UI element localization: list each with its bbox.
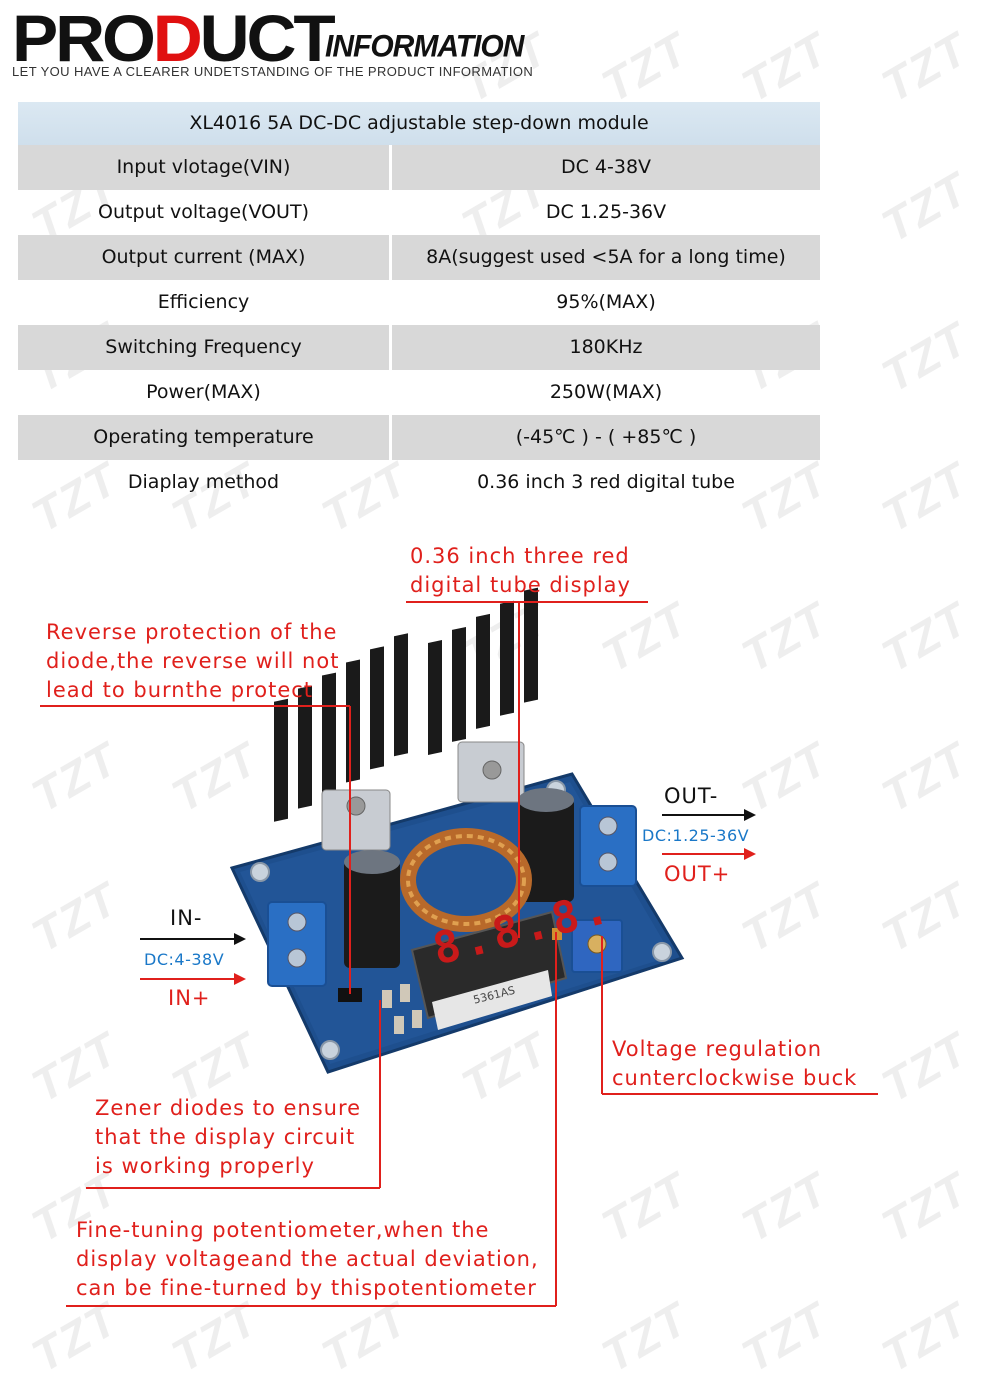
spec-label: Switching Frequency: [18, 325, 389, 370]
annotation-line: diode,the reverse will not: [46, 649, 340, 673]
arrow-out-plus: [662, 848, 756, 860]
spec-label: Output current (MAX): [18, 235, 389, 280]
header-product-title: PRODUCT: [12, 1, 336, 75]
title-part: UCT: [199, 1, 336, 75]
capacitor-right: [518, 798, 574, 902]
label-out-plus: OUT+: [664, 862, 731, 886]
mount-hole: [652, 942, 672, 962]
annotation-line: digital tube display: [410, 573, 631, 597]
spec-label: Efficiency: [157, 291, 250, 313]
arrow-in-plus: [140, 973, 246, 985]
output-terminal: [579, 805, 637, 887]
heatsink-right: [428, 587, 538, 756]
spec-value: DC 1.25-36V: [545, 201, 667, 223]
title-part-red: D: [152, 1, 203, 75]
annotation-display: 0.36 inch three red digital tube display: [410, 542, 631, 600]
capacitor-left: [344, 860, 400, 968]
spec-value: 0.36 inch 3 red digital tube: [477, 471, 735, 493]
table-row: Power(MAX) 250W(MAX): [18, 370, 820, 415]
arrow-in-minus: [140, 933, 246, 945]
label-out-range: DC:1.25-36V: [642, 826, 750, 845]
annotation-voltage: Voltage regulation cunterclockwise buck: [612, 1035, 857, 1093]
mount-hole: [320, 1040, 340, 1060]
label-in-range: DC:4-38V: [144, 950, 225, 969]
table-row: Operating temperature(-45℃ ) - ( +85℃ ): [18, 415, 820, 460]
annotation-line: that the display circuit: [95, 1125, 356, 1149]
label-in-minus: IN-: [170, 906, 203, 930]
zener-diode: [338, 988, 362, 1002]
table-row: Input vlotage(VIN)DC 4-38V: [18, 145, 820, 190]
annotation-line: Reverse protection of the: [46, 620, 338, 644]
spec-label: Input vlotage(VIN): [18, 145, 389, 190]
annotation-line: Zener diodes to ensure: [95, 1096, 362, 1120]
mount-hole: [250, 862, 270, 882]
table-row: Efficiency 95%(MAX): [18, 280, 820, 325]
label-out-minus: OUT-: [664, 784, 719, 808]
table-row: Diaplay method 0.36 inch 3 red digital tu…: [18, 460, 820, 505]
annotation-line: is working properly: [95, 1154, 315, 1178]
annotation-line: cunterclockwise buck: [612, 1066, 858, 1090]
spec-label: Diaplay method: [127, 471, 280, 493]
header-subtitle: LET YOU HAVE A CLEARER UNDETSTANDING OF …: [12, 64, 534, 79]
annotation-line: can be fine-turned by thispotentiometer: [76, 1276, 537, 1300]
annotation-line: display voltageand the actual deviation,: [76, 1247, 539, 1271]
input-terminal: [267, 901, 327, 987]
spec-value: DC 4-38V: [392, 145, 820, 190]
digital-tube-display: [410, 910, 568, 1020]
label-in-plus: IN+: [168, 986, 211, 1010]
table-row: Output voltage(VOUT) DC 1.25-36V: [18, 190, 820, 235]
spec-table-title: XL4016 5A DC-DC adjustable step-down mod…: [18, 102, 820, 145]
spec-value: 250W(MAX): [549, 381, 663, 403]
header-information: INFORMATION: [325, 29, 524, 64]
spec-label: Operating temperature: [18, 415, 389, 460]
table-row: Output current (MAX)8A(suggest used <5A …: [18, 235, 820, 280]
spec-value: 95%(MAX): [556, 291, 656, 313]
annotation-reverse: Reverse protection of the diode,the reve…: [46, 618, 339, 705]
annotation-line: lead to burnthe protect: [46, 678, 314, 702]
spec-value: 8A(suggest used <5A for a long time): [392, 235, 820, 280]
spec-value: (-45℃ ) - ( +85℃ ): [392, 415, 820, 460]
annotation-line: Voltage regulation: [612, 1037, 823, 1061]
annotation-line: Fine-tuning potentiometer,when the: [76, 1218, 490, 1242]
annotation-fine-tuning: Fine-tuning potentiometer,when the displ…: [76, 1216, 539, 1303]
spec-label: Power(MAX): [146, 381, 261, 403]
spec-table: XL4016 5A DC-DC adjustable step-down mod…: [18, 102, 820, 505]
title-part: PRO: [12, 1, 156, 75]
arrow-out-minus: [662, 809, 756, 821]
spec-value: 180KHz: [392, 325, 820, 370]
annotation-line: 0.36 inch three red: [410, 544, 630, 568]
mosfet-tab: [321, 789, 391, 851]
heatsink-left: [274, 633, 408, 822]
display-label: [432, 970, 552, 1030]
spec-label: Output voltage(VOUT): [98, 201, 309, 223]
annotation-zener: Zener diodes to ensure that the display …: [95, 1094, 361, 1181]
